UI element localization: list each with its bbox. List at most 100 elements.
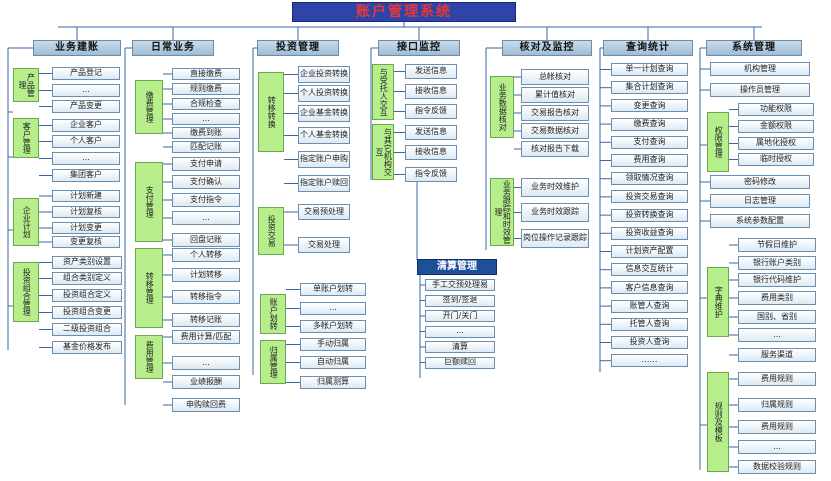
group-2-0-label: 转移转换: [267, 96, 277, 128]
item-2-3-0: 手动归属: [300, 338, 366, 351]
group-3-0-label: 与受托人交互: [379, 68, 389, 116]
item-6-2-0-label: 费用规则: [761, 373, 793, 383]
item-0-2-0-label: 计划新建: [70, 190, 102, 200]
item-2-1-0: 交易预处理: [298, 204, 350, 220]
clearing-item-3: ...: [425, 325, 495, 338]
item-5-8-label: 投资转换查询: [625, 209, 674, 219]
item-4-0-0-label: 总帐核对: [539, 71, 571, 81]
item-1-3-1-label: ...: [202, 357, 210, 367]
column-header-3-label: 接口监控: [397, 41, 441, 53]
item-1-0-4-label: 缴费到账: [190, 127, 222, 137]
item-1-3-3-label: 申购赎回费: [186, 399, 226, 409]
column-header-2: 投资管理: [257, 40, 339, 56]
clearing-item-1: 签到/签退: [425, 294, 495, 307]
item-1-1-1: 支付确认: [172, 175, 240, 189]
clearing-item-1-label: 签到/签退: [442, 295, 478, 305]
item-3-1-2: 指令反馈: [405, 167, 457, 182]
item-4-0-0: 总帐核对: [521, 69, 589, 85]
item-6-0-0-label: 功能权限: [760, 104, 792, 114]
item-1-2-3-label: 转移记账: [190, 314, 222, 324]
item-3-0-1-label: 接收信息: [415, 86, 447, 96]
item-2-3-1-label: 自动归属: [317, 357, 349, 367]
item-3-1-1-label: 接收信息: [415, 147, 447, 157]
group-2-2-label: 账户划转: [269, 298, 279, 330]
item-0-2-1: 计划复核: [52, 206, 120, 218]
item-2-0-4-label: 指定账户申购: [300, 154, 348, 164]
item-6-1-2: 银行代码维护: [738, 273, 816, 287]
item-5-11: 信息交互统计: [611, 263, 688, 277]
group-2-3: 归属管理: [260, 340, 286, 384]
clearing-item-3-label: ...: [456, 326, 464, 336]
diagram-title-label: 账户管理系统: [356, 3, 452, 20]
item-5-13: 账管人查询: [611, 299, 688, 313]
item-6-2-1-label: 归属规则: [761, 399, 793, 409]
item-6-2-2-label: 费用规则: [761, 421, 793, 431]
item-1-1-0: 支付申请: [172, 157, 240, 171]
item-6-2-4-label: 数据校验规则: [753, 461, 801, 471]
item-5-2-label: 变更查询: [633, 100, 666, 110]
item-1-0-0-label: 直接缴费: [190, 68, 222, 78]
item-5-5-label: 费用查询: [633, 155, 666, 165]
item-1-1-4-label: 回盘记账: [190, 234, 222, 244]
item-4-0-2-label: 交易报告核对: [531, 107, 579, 117]
item-2-1-1-label: 交易处理: [308, 239, 340, 249]
item-0-3-0-label: 资产类别设置: [63, 257, 111, 267]
item-1-0-4: 缴费到账: [172, 127, 240, 139]
group-0-0: 产品管理: [13, 68, 39, 102]
item-0-3-2-label: 投资组合定义: [63, 290, 111, 300]
item-3-0-2: 指令反馈: [405, 104, 457, 119]
item-6-0-2-label: 属地化授权: [756, 138, 796, 148]
item-4-1-0-label: 业务时效维护: [531, 182, 579, 192]
item-3-0-1: 接收信息: [405, 84, 457, 99]
item-5-3: 缴费查询: [611, 117, 688, 131]
item-0-1-3: 集团客户: [52, 169, 120, 182]
item-5-8: 投资转换查询: [611, 208, 688, 222]
item-6-2-3: ...: [738, 440, 816, 454]
item-1-2-1: 计划转移: [172, 268, 240, 282]
item-5-16: ……: [611, 354, 688, 368]
item-4-1-2-label: 岗位操作记录跟踪: [523, 233, 587, 243]
group-6-0-label: 权限管理: [714, 126, 724, 158]
item-4-0-4-label: 核对报告下载: [531, 143, 579, 153]
item-0-2-3-label: 变更复核: [70, 236, 102, 246]
item-5-14: 托管人查询: [611, 317, 688, 331]
item-5-3-label: 缴费查询: [633, 118, 666, 128]
item-1-1-2-label: 支付指令: [190, 194, 222, 204]
column-header-0-label: 业务建账: [55, 41, 99, 53]
item-2-2-2-label: 多帐户划转: [313, 321, 353, 331]
clearing-item-4-label: 清算: [452, 341, 468, 351]
item-2-2-0-label: 单账户划转: [313, 284, 353, 294]
item-0-0-2-label: 产品变更: [70, 101, 102, 111]
item-1-0-2: 合规检查: [172, 98, 240, 110]
group-1-1: 支付管理: [135, 162, 163, 242]
item-0-2-1-label: 计划复核: [70, 206, 102, 216]
column-header-3: 接口监控: [378, 40, 460, 56]
item-6-0-1: 金额权限: [738, 120, 814, 133]
item-6-1-6: 服务渠道: [738, 348, 816, 362]
item-1-0-5-label: 匹配记账: [190, 141, 222, 151]
item-5-10-label: 计划资产配置: [625, 246, 674, 256]
item-1-0-5: 匹配记账: [172, 141, 240, 153]
item-3-1-1: 接收信息: [405, 145, 457, 160]
item-6-2-4: 数据校验规则: [738, 460, 816, 474]
item-5-5: 费用查询: [611, 154, 688, 167]
column-header-6: 系统管理: [706, 40, 802, 56]
item-0-0-1-label: ...: [82, 85, 90, 95]
clearing-item-0-label: 手工交预处理易: [432, 279, 488, 289]
item-4-0-1-label: 累计值核对: [535, 89, 575, 99]
item-1-1-1-label: 支付确认: [190, 176, 222, 186]
item-3-0-0: 发送信息: [405, 64, 457, 79]
group-0-1-label: 客户管理: [22, 122, 32, 154]
item-2-0-0: 企业投资转换: [298, 66, 350, 83]
group-0-1: 客户管理: [13, 118, 39, 158]
item-4-1-2: 岗位操作记录跟踪: [521, 229, 589, 248]
item-0-3-3: 投资组合变更: [52, 306, 122, 319]
group-2-0: 转移转换: [258, 72, 284, 152]
item-6-top-0-label: 机构管理: [744, 63, 776, 73]
group-6-2-label: 规则及模板: [714, 402, 724, 442]
group-0-3-label: 投资组合管理: [22, 268, 32, 316]
column-header-4-label: 核对及监控: [519, 41, 575, 53]
item-1-0-1-label: 规则缴费: [190, 83, 222, 93]
item-6-0-3-label: 临时授权: [760, 154, 792, 164]
item-2-2-1: ...: [300, 302, 366, 315]
